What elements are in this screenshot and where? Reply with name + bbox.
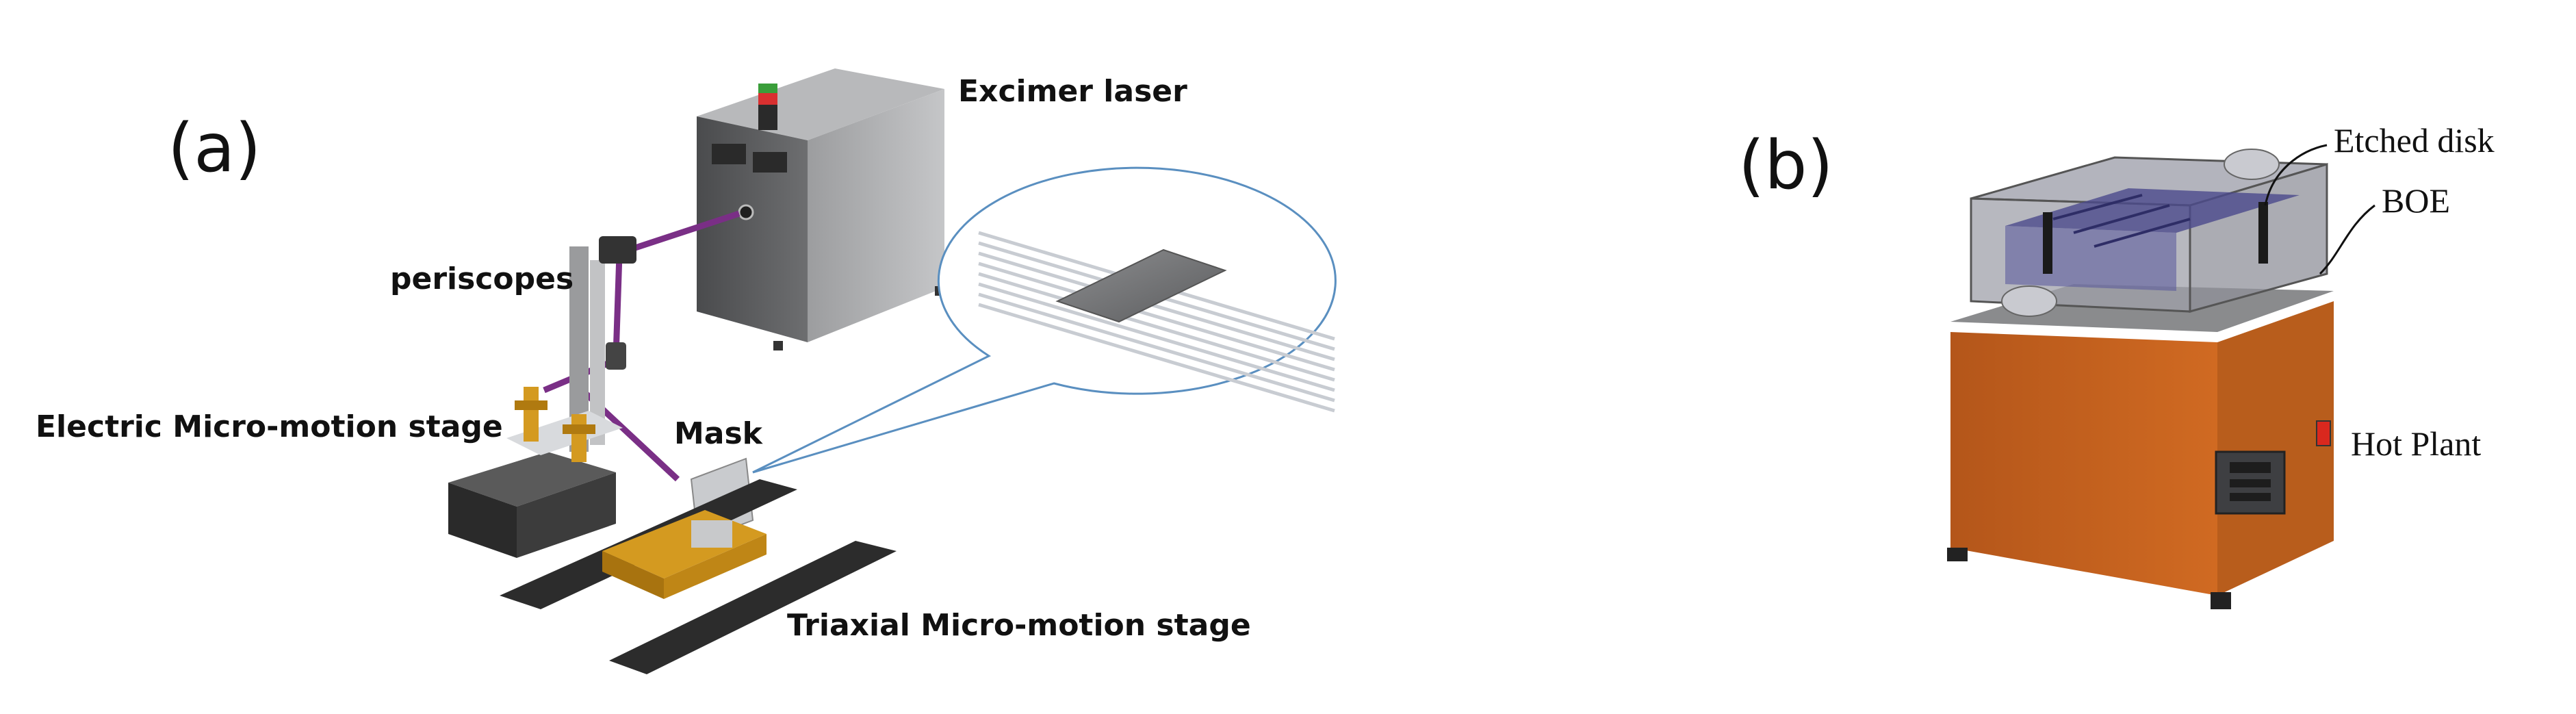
electric-micro-motion-stage [448,387,623,558]
label-triaxial-stage: Triaxial Micro-motion stage [787,608,1251,643]
label-hot-plant: Hot Plant [2351,424,2481,463]
panel-a-label: (a) [168,110,261,188]
leader-lines [2264,144,2375,275]
excimer-laser-unit [697,68,944,350]
label-periscopes: periscopes [390,262,574,296]
label-etched-disk: Etched disk [2334,121,2495,160]
panel-b: (b) [1738,121,2495,609]
label-excimer-laser: Excimer laser [958,74,1187,109]
triaxial-micro-motion-stage [500,479,897,674]
panel-b-label: (b) [1738,127,1833,205]
label-mask: Mask [674,416,764,451]
panel-a: (a) Excimer laser [36,68,1337,674]
label-boe: BOE [2382,181,2450,220]
mask-plate-detail [1055,248,1227,323]
mask-grating-lines [978,231,1335,413]
power-switch [2316,420,2331,446]
label-electric-stage: Electric Micro-motion stage [36,409,503,444]
mask-detail-callout [752,166,1337,474]
hot-plate [1947,284,2334,609]
boe-tank [1970,149,2328,317]
